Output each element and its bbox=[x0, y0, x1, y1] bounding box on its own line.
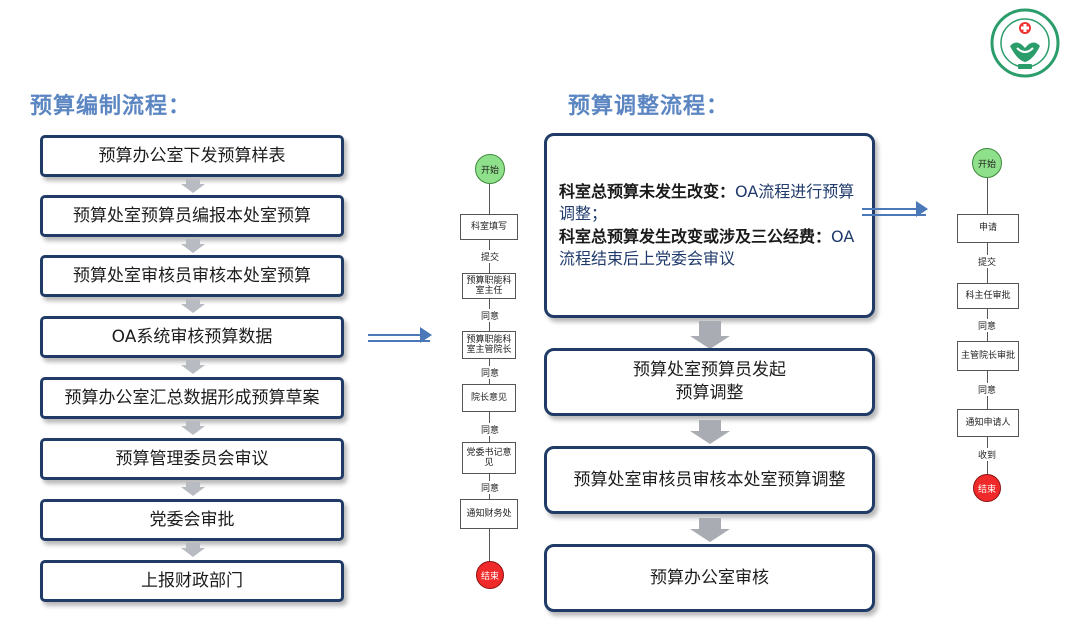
compile-step-1: 预算办公室下发预算样表 bbox=[40, 135, 344, 177]
condition-1-text: OA流程进行预算调整； bbox=[559, 181, 855, 224]
flow-link-label: 同意 bbox=[975, 383, 999, 396]
flow-node: 预算职能科室主任 bbox=[462, 273, 516, 299]
step-arrow bbox=[181, 299, 205, 313]
step-arrow bbox=[181, 239, 205, 253]
flow-node: 通知申请人 bbox=[957, 409, 1019, 437]
flow-link-label: 同意 bbox=[478, 366, 502, 379]
step-arrow bbox=[181, 421, 205, 435]
compile-step-4: OA系统审核预算数据 bbox=[40, 316, 344, 358]
flow-end-node: 结束 bbox=[476, 561, 504, 589]
compile-step-3: 预算处室审核员审核本处室预算 bbox=[40, 255, 344, 297]
budget-adjustment-heading: 预算调整流程： bbox=[568, 94, 730, 119]
step-arrow bbox=[690, 321, 730, 349]
step-arrow bbox=[181, 360, 205, 374]
flow-end-node: 结束 bbox=[973, 474, 1001, 502]
flow-node: 通知财务处 bbox=[460, 499, 518, 529]
flow-link-label: 同意 bbox=[478, 309, 502, 322]
flow-node: 党委书记意见 bbox=[462, 442, 516, 474]
adjustment-condition-text: 科室总预算未发生改变：OA流程进行预算调整； 科室总预算发生改变或涉及三公经费：… bbox=[559, 181, 860, 271]
flow-link-label: 提交 bbox=[478, 250, 502, 263]
flow-node: 科主任审批 bbox=[957, 283, 1019, 309]
step-arrow bbox=[690, 420, 730, 444]
step-arrow bbox=[181, 543, 205, 557]
flow-start-node: 开始 bbox=[475, 154, 505, 184]
condition-2-text: OA流程结束后上党委会审议 bbox=[559, 226, 855, 268]
flow-link-label: 同意 bbox=[478, 423, 502, 436]
step-arrow bbox=[181, 179, 205, 193]
adjust-step-1: 预算处室预算员发起 预算调整 bbox=[544, 348, 875, 416]
condition-2-bold: 科室总预算发生改变或涉及三公经费： bbox=[559, 226, 832, 246]
flow-link-label: 收到 bbox=[975, 448, 999, 461]
flow-node: 预算职能科室主管院长 bbox=[462, 331, 516, 359]
double-arrow-right-icon bbox=[862, 201, 928, 217]
flow-link-label: 同意 bbox=[478, 481, 502, 494]
compile-step-8: 上报财政部门 bbox=[40, 560, 344, 602]
compile-step-5: 预算办公室汇总数据形成预算草案 bbox=[40, 377, 344, 419]
flow-node: 申请 bbox=[957, 214, 1019, 243]
flow-node: 主管院长审批 bbox=[957, 341, 1019, 371]
compile-step-7: 党委会审批 bbox=[40, 499, 344, 541]
adjust-step-2: 预算处室审核员审核本处室预算调整 bbox=[544, 446, 875, 514]
step-arrow bbox=[181, 482, 205, 496]
double-arrow-right-icon bbox=[368, 327, 432, 343]
budget-compilation-heading: 预算编制流程： bbox=[30, 94, 192, 119]
compile-step-2: 预算处室预算员编报本处室预算 bbox=[40, 195, 344, 237]
flow-node: 院长意见 bbox=[462, 384, 516, 412]
condition-1-bold: 科室总预算未发生改变： bbox=[559, 181, 736, 201]
flow-link-label: 提交 bbox=[975, 255, 999, 268]
flow-start-node: 开始 bbox=[972, 148, 1002, 178]
compile-step-6: 预算管理委员会审议 bbox=[40, 438, 344, 480]
step-arrow bbox=[690, 518, 730, 542]
adjust-step-3: 预算办公室审核 bbox=[544, 544, 875, 612]
adjustment-condition-box: 科室总预算未发生改变：OA流程进行预算调整； 科室总预算发生改变或涉及三公经费：… bbox=[544, 133, 875, 318]
hospital-logo-icon bbox=[990, 8, 1060, 78]
flow-link-label: 同意 bbox=[975, 319, 999, 332]
flow-node: 科室填写 bbox=[460, 214, 518, 240]
